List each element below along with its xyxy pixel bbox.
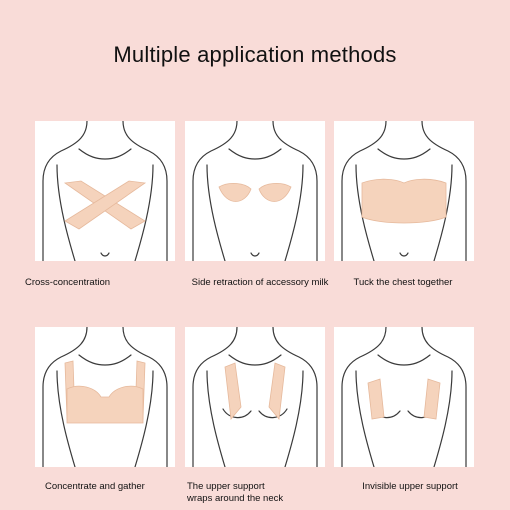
method-label: Concentrate and gather xyxy=(45,481,145,492)
page-title: Multiple application methods xyxy=(113,42,397,67)
method-card-concentrate-gather xyxy=(35,327,175,467)
method-label: Tuck the chest together xyxy=(353,277,453,288)
method-label: The upper support wraps around the neck xyxy=(187,481,284,504)
method-card-invisible-support xyxy=(334,327,474,467)
method-label: Cross-concentration xyxy=(25,277,111,288)
torso-band-tape-illustration xyxy=(341,121,467,261)
method-card-cross-concentration xyxy=(35,121,175,261)
method-card-side-retraction xyxy=(185,121,325,261)
torso-invisible-support-illustration xyxy=(341,327,467,467)
method-label: Invisible upper support xyxy=(362,481,458,492)
torso-cross-tape-illustration xyxy=(42,121,168,261)
method-label: Side retraction of accessory milk xyxy=(191,277,329,288)
method-card-tuck-together xyxy=(334,121,474,261)
torso-gather-strap-illustration xyxy=(42,327,168,467)
torso-side-lift-tape-illustration xyxy=(192,121,318,261)
torso-upper-support-illustration xyxy=(192,327,318,467)
method-card-upper-support-neck xyxy=(185,327,325,467)
